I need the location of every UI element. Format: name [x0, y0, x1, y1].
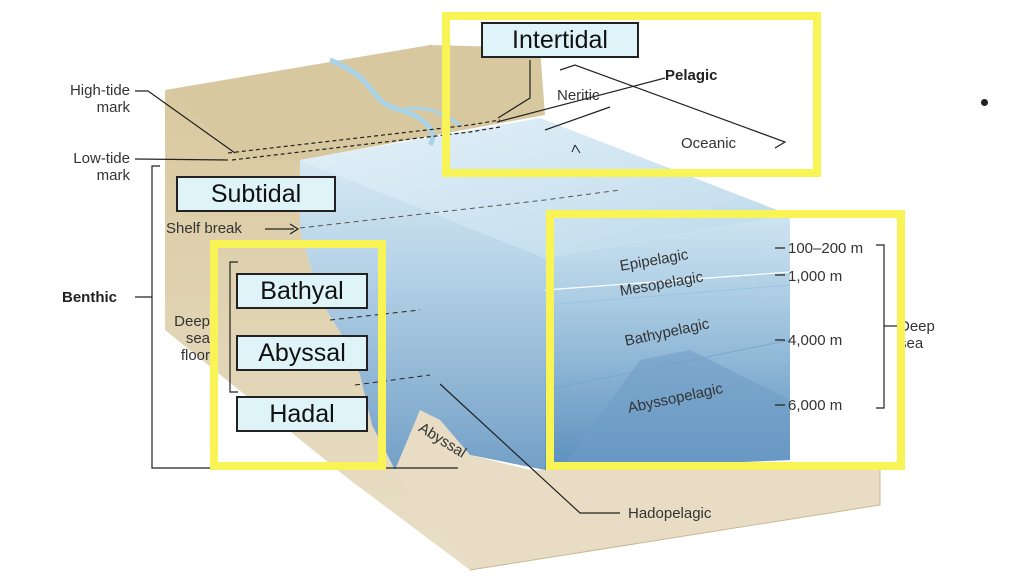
- land-surface: [165, 45, 545, 160]
- hadopelagic-label: Hadopelagic: [628, 505, 712, 522]
- benthic-zones-highlight-frame: [210, 240, 386, 470]
- bathyal-box: Bathyal: [236, 273, 368, 309]
- depth-4000-label: 4,000 m: [788, 332, 843, 349]
- deep-sea-floor-label: Deep sea floor: [174, 313, 210, 364]
- subtidal-box: Subtidal: [176, 176, 336, 212]
- depth-100-200-label: 100–200 m: [788, 240, 864, 257]
- water-surface: [300, 118, 790, 258]
- depth-6000-label: 6,000 m: [788, 397, 843, 414]
- benthic-label: Benthic: [62, 289, 118, 306]
- slide-bullet: [981, 99, 988, 106]
- high-tide-mark-label: High-tide mark: [69, 82, 130, 116]
- seafloor-block: [395, 410, 880, 570]
- pelagic-zones-highlight-frame: [546, 210, 905, 470]
- depth-1000-label: 1,000 m: [788, 268, 843, 285]
- neritic-label: Neritic: [557, 87, 600, 104]
- low-tide-mark-label: Low-tide mark: [73, 150, 130, 184]
- shelf-break-label: Shelf break: [166, 220, 242, 237]
- intertidal-highlight-frame: [442, 12, 821, 177]
- hadal-box: Hadal: [236, 396, 368, 432]
- deep-sea-label: Deep sea: [899, 318, 935, 352]
- oceanic-label: Oceanic: [681, 135, 737, 152]
- abyssal-box: Abyssal: [236, 335, 368, 371]
- intertidal-box: Intertidal: [481, 22, 639, 58]
- water-front: [300, 160, 545, 470]
- pelagic-label: Pelagic: [665, 67, 718, 84]
